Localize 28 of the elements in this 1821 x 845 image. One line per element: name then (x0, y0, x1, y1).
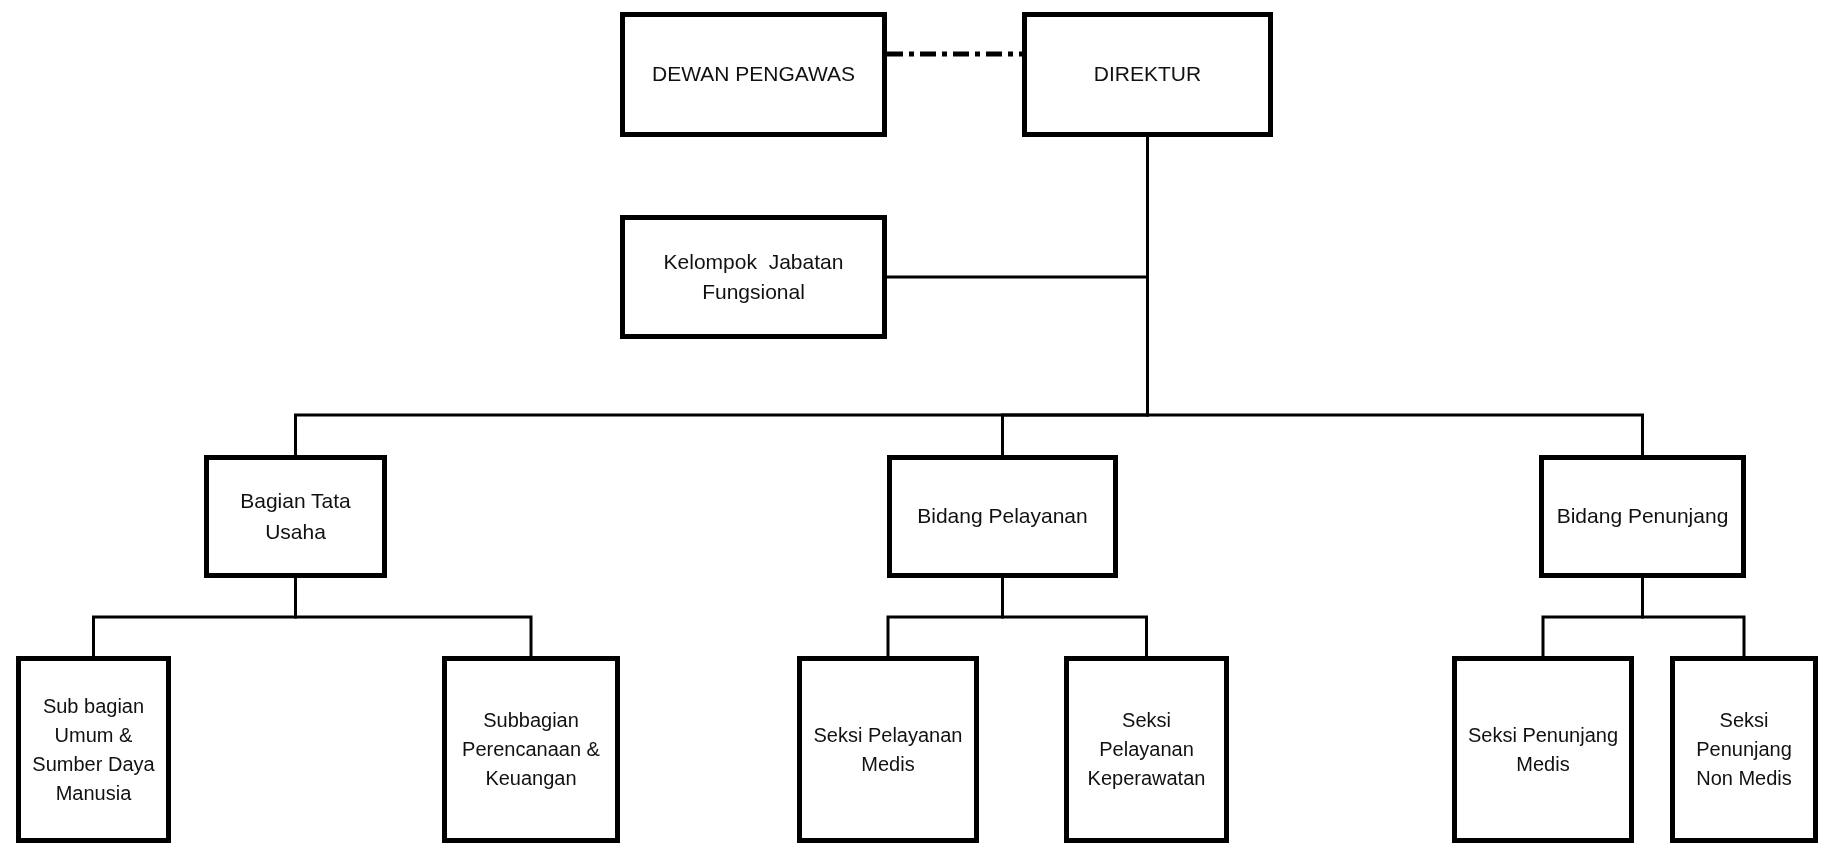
org-box (797, 656, 979, 843)
box-label: Sub bagian Umum & Sumber Daya Manusia (31, 693, 156, 806)
box-label: DEWAN PENGAWAS (652, 61, 855, 88)
org-box (1670, 656, 1818, 843)
org-box (1022, 12, 1273, 137)
box-label: Seksi Penunjang Non Medis (1695, 708, 1793, 791)
org-box (620, 12, 887, 137)
org-box (442, 656, 620, 843)
org-box (1452, 656, 1634, 843)
box-label: Bagian Tata Usaha (239, 488, 352, 545)
dash-dot-line (887, 51, 1022, 57)
org-box (620, 215, 887, 339)
org-box (16, 656, 171, 843)
box-label: Seksi Pelayanan Keperawatan (1086, 708, 1207, 791)
box-label: Kelompok Jabatan Fungsional (662, 248, 845, 305)
connector-line (294, 578, 533, 656)
org-box (887, 455, 1118, 578)
box-label: Bidang Pelayanan (917, 503, 1088, 530)
box-label: Subbagian Perencanaan & Keuangan (461, 708, 601, 791)
org-box (204, 455, 387, 578)
box-label: Seksi Penunjang Medis (1466, 722, 1620, 777)
box-label: Seksi Pelayanan Medis (812, 722, 964, 777)
connector-line (1641, 578, 1746, 656)
org-box (1539, 455, 1746, 578)
box-label: DIREKTUR (1093, 61, 1202, 88)
box-label: Bidang Penunjang (1556, 503, 1729, 530)
connector-line (1001, 578, 1148, 656)
org-box (1064, 656, 1229, 843)
